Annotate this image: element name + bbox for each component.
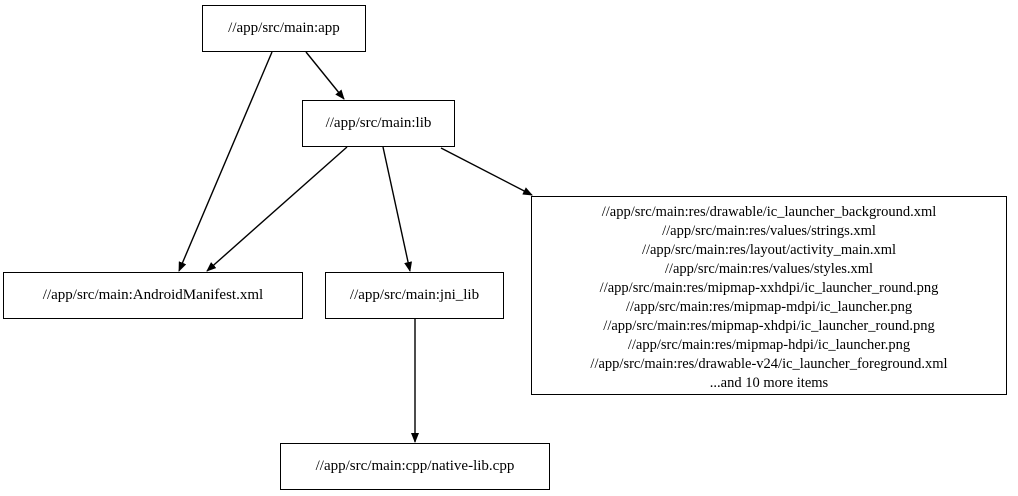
- graph-node-lib[interactable]: //app/src/main:lib: [302, 100, 455, 147]
- edge-lib-to-jni-lib: [382, 146, 412, 272]
- graph-node-resources-line-3: //app/src/main:res/values/styles.xml: [664, 261, 874, 277]
- graph-node-jni-lib[interactable]: //app/src/main:jni_lib: [325, 272, 504, 319]
- graph-node-resources-line-1: //app/src/main:res/values/strings.xml: [662, 223, 876, 239]
- graph-node-android-manifest-label: //app/src/main:AndroidManifest.xml: [42, 287, 264, 303]
- edge-lib-to-manifest: [206, 146, 348, 272]
- graph-node-resources-line-5: //app/src/main:res/mipmap-mdpi/ic_launch…: [625, 299, 913, 315]
- graph-node-jni-lib-label: //app/src/main:jni_lib: [349, 287, 480, 303]
- graph-node-resources-line-2: //app/src/main:res/layout/activity_main.…: [641, 242, 897, 258]
- graph-node-app-label: //app/src/main:app: [228, 20, 340, 36]
- edge-lib-to-resources: [440, 147, 533, 196]
- graph-node-resources-line-9: ...and 10 more items: [709, 375, 829, 391]
- graph-node-resources-group[interactable]: //app/src/main:res/drawable/ic_launcher_…: [531, 196, 1007, 395]
- graph-node-resources-line-6: //app/src/main:res/mipmap-xhdpi/ic_launc…: [603, 318, 935, 334]
- graph-node-lib-label: //app/src/main:lib: [325, 115, 432, 131]
- graph-node-resources-line-7: //app/src/main:res/mipmap-hdpi/ic_launch…: [627, 337, 911, 353]
- graph-node-app[interactable]: //app/src/main:app: [202, 5, 366, 52]
- graph-node-android-manifest[interactable]: //app/src/main:AndroidManifest.xml: [3, 272, 303, 319]
- graph-node-native-lib-cpp-label: //app/src/main:cpp/native-lib.cpp: [315, 458, 515, 474]
- graph-node-resources-line-4: //app/src/main:res/mipmap-xxhdpi/ic_laun…: [599, 280, 939, 296]
- graph-node-resources-line-0: //app/src/main:res/drawable/ic_launcher_…: [601, 204, 937, 220]
- graph-node-resources-line-8: //app/src/main:res/drawable-v24/ic_launc…: [590, 356, 948, 372]
- edge-app-to-lib: [305, 51, 345, 100]
- edge-app-to-manifest: [178, 51, 273, 272]
- graph-node-resources-line-list: //app/src/main:res/drawable/ic_launcher_…: [532, 203, 1006, 393]
- graph-node-native-lib-cpp[interactable]: //app/src/main:cpp/native-lib.cpp: [280, 443, 550, 490]
